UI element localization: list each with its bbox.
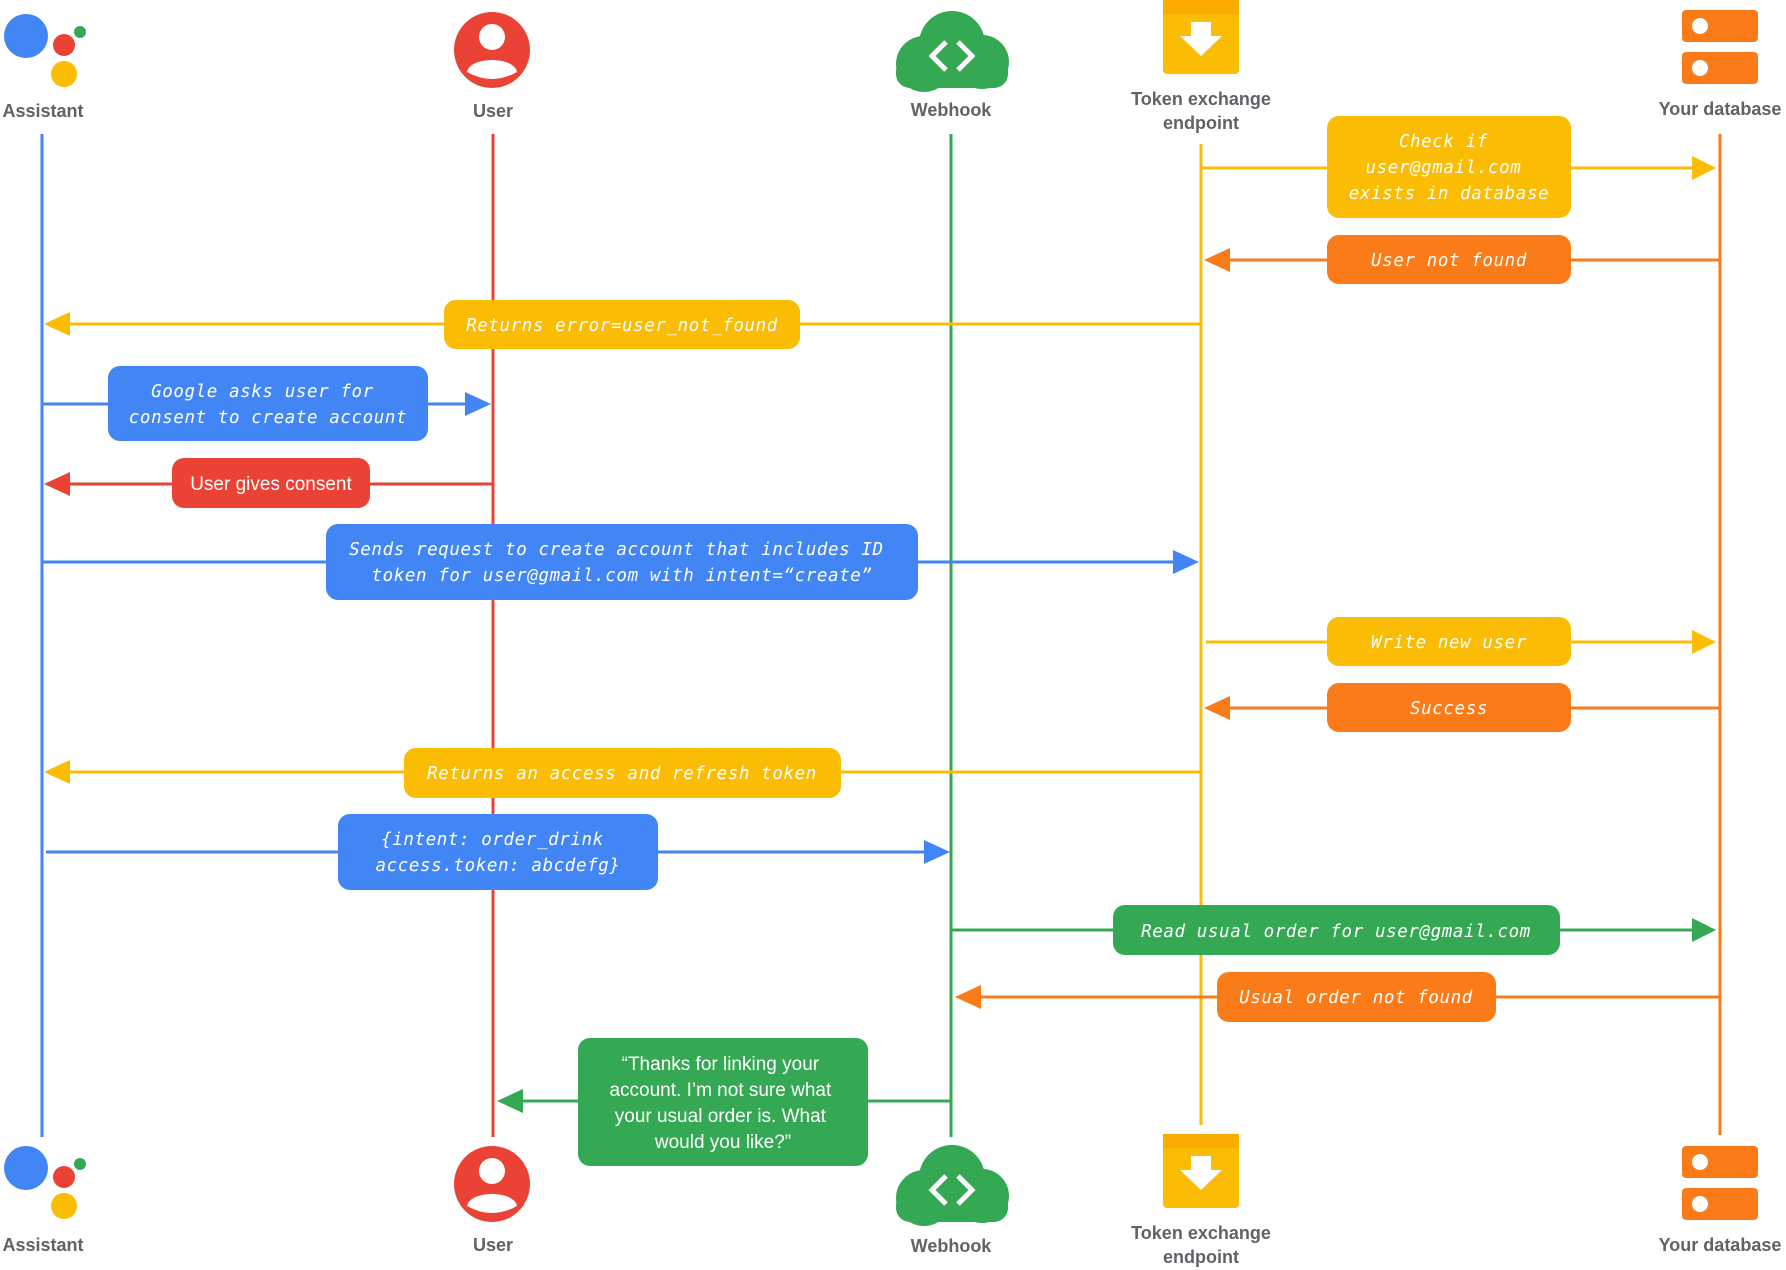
svg-text:User not found: User not found bbox=[1371, 251, 1527, 271]
token-endpoint-label-line2: endpoint bbox=[1163, 1247, 1239, 1267]
assistant-actor-top: Assistant bbox=[2, 14, 86, 121]
message-text-line: your usual order is. What bbox=[615, 1106, 827, 1127]
message-create-account-request: Sends request to create account that inc… bbox=[42, 524, 1199, 600]
message-text-line: Check if bbox=[1399, 132, 1488, 152]
message-text-line: {intent: order_drink bbox=[381, 830, 604, 850]
user-label: User bbox=[473, 1235, 513, 1255]
svg-text:Usual order not found: Usual order not found bbox=[1239, 988, 1473, 1008]
message-text-line: user@gmail.com bbox=[1365, 158, 1521, 178]
message-text-line: access.token: abcdefg} bbox=[376, 856, 621, 876]
message-text-line: Sends request to create account that inc… bbox=[349, 540, 884, 560]
assistant-label: Assistant bbox=[2, 101, 83, 121]
message-text-line: token for user@gmail.com with intent=“cr… bbox=[371, 566, 872, 586]
assistant-actor-bottom: Assistant bbox=[2, 1146, 86, 1255]
message-check-user-exists: Check if user@gmail.com exists in databa… bbox=[1202, 116, 1716, 218]
message-text-line: Returns an access and refresh token bbox=[427, 764, 817, 784]
user-actor-top: User bbox=[454, 12, 530, 121]
svg-text:Returns an access and refresh: Returns an access and refresh token bbox=[427, 764, 817, 784]
message-text-line: User gives consent bbox=[190, 474, 352, 495]
message-text-line: would you like?” bbox=[654, 1132, 791, 1153]
token-endpoint-actor-top: Token exchange endpoint bbox=[1131, 0, 1271, 133]
svg-text:Write new user: Write new user bbox=[1371, 633, 1527, 653]
download-box-icon bbox=[1163, 0, 1239, 74]
svg-text:Success: Success bbox=[1410, 699, 1488, 719]
svg-text:Read usual order for user@gmai: Read usual order for user@gmail.com bbox=[1141, 922, 1531, 942]
message-text-line: account. I’m not sure what bbox=[609, 1080, 831, 1101]
webhook-actor-top: Webhook bbox=[896, 11, 1009, 120]
user-label: User bbox=[473, 101, 513, 121]
token-endpoint-label-line2: endpoint bbox=[1163, 113, 1239, 133]
message-text-line: Usual order not found bbox=[1239, 988, 1473, 1008]
svg-text:Sends request to create accoun: Sends request to create account that inc… bbox=[349, 540, 895, 586]
database-actor-bottom: Your database bbox=[1659, 1146, 1782, 1255]
message-read-usual-order: Read usual order for user@gmail.com bbox=[951, 905, 1716, 955]
token-endpoint-actor-bottom: Token exchange endpoint bbox=[1131, 1134, 1271, 1267]
message-text-line: Google asks user for bbox=[151, 382, 374, 402]
user-account-icon bbox=[454, 12, 530, 88]
database-label: Your database bbox=[1659, 1235, 1782, 1255]
message-text-line: consent to create account bbox=[129, 408, 407, 428]
message-text-line: Success bbox=[1410, 699, 1488, 719]
database-actor-top: Your database bbox=[1659, 10, 1782, 119]
token-endpoint-label-line1: Token exchange bbox=[1131, 89, 1271, 109]
webhook-actor-bottom: Webhook bbox=[896, 1145, 1009, 1256]
message-text-line: User not found bbox=[1371, 251, 1527, 271]
message-text-line: exists in database bbox=[1349, 184, 1549, 204]
message-intent-order-drink: {intent: order_drink access.token: abcde… bbox=[46, 814, 950, 890]
token-endpoint-label-line1: Token exchange bbox=[1131, 1223, 1271, 1243]
message-text-line: Write new user bbox=[1371, 633, 1527, 653]
message-text-line: Returns error=user_not_found bbox=[466, 316, 778, 336]
google-assistant-icon bbox=[4, 14, 86, 87]
message-webhook-response: “Thanks for linking your account. I’m no… bbox=[497, 1038, 951, 1166]
user-account-icon bbox=[454, 1146, 530, 1222]
message-returns-error: Returns error=user_not_found bbox=[44, 300, 1201, 349]
svg-text:User gives consent: User gives consent bbox=[190, 474, 352, 495]
svg-text:{intent: order_drink acc: {intent: order_drink access.token: abcde… bbox=[376, 830, 621, 876]
message-usual-order-not-found: Usual order not found bbox=[955, 972, 1720, 1022]
cloud-code-icon bbox=[896, 11, 1009, 92]
message-text-line: “Thanks for linking your bbox=[622, 1054, 820, 1075]
webhook-label: Webhook bbox=[911, 1236, 993, 1256]
cloud-code-icon bbox=[896, 1145, 1009, 1226]
message-text-line: Read usual order for user@gmail.com bbox=[1141, 922, 1531, 942]
svg-text:Returns error=user_not_found: Returns error=user_not_found bbox=[466, 316, 778, 336]
database-server-icon bbox=[1682, 1146, 1758, 1220]
webhook-label: Webhook bbox=[911, 100, 993, 120]
message-user-gives-consent: User gives consent bbox=[44, 458, 493, 508]
user-actor-bottom: User bbox=[454, 1146, 530, 1255]
download-box-icon bbox=[1163, 1134, 1239, 1208]
message-success: Success bbox=[1204, 683, 1720, 732]
svg-text:Check if user@gmail.com: Check if user@gmail.com exists in databa… bbox=[1349, 132, 1549, 204]
message-user-not-found: User not found bbox=[1204, 235, 1720, 284]
database-label: Your database bbox=[1659, 99, 1782, 119]
message-returns-tokens: Returns an access and refresh token bbox=[44, 748, 1201, 798]
assistant-label: Assistant bbox=[2, 1235, 83, 1255]
google-assistant-icon bbox=[4, 1146, 86, 1219]
database-server-icon bbox=[1682, 10, 1758, 84]
svg-text:Google asks user for con: Google asks user for consent to create a… bbox=[129, 382, 407, 428]
message-write-new-user: Write new user bbox=[1206, 617, 1716, 666]
message-consent-request: Google asks user for consent to create a… bbox=[42, 366, 491, 441]
svg-text:“Thanks for linking your: “Thanks for linking your account. I’m no… bbox=[609, 1054, 836, 1153]
